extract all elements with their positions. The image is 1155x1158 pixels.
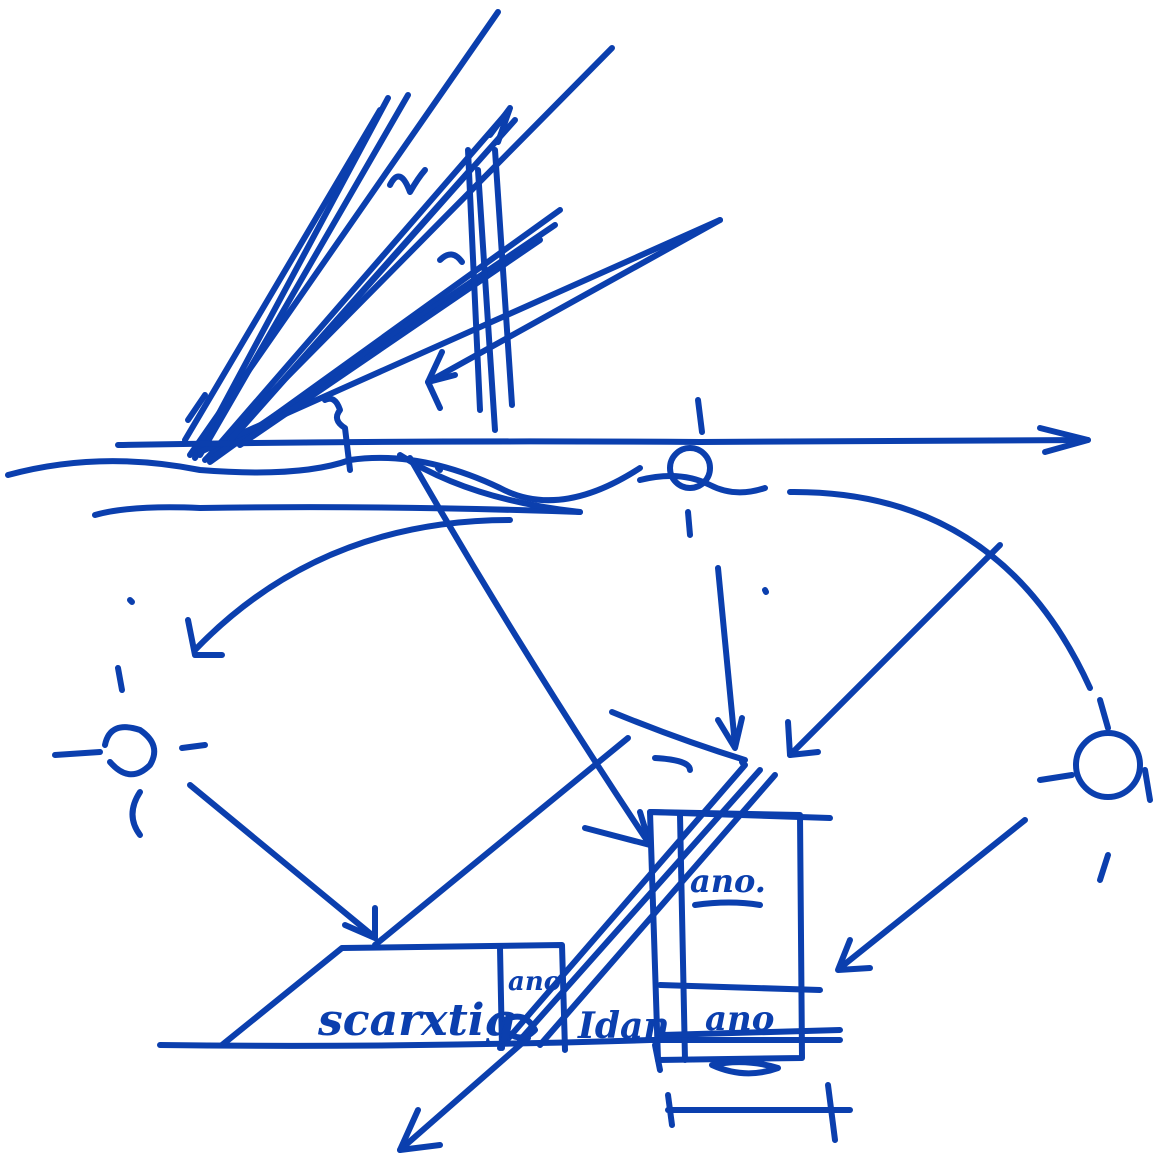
right-box-foot-oval: [712, 1062, 778, 1073]
horizon: [8, 428, 1088, 515]
left-box-label: scarxtig: [317, 995, 515, 1046]
ray-fan: [185, 12, 720, 470]
right-sun-ray-bottom: [1100, 855, 1108, 880]
left-sun-ray-left: [55, 752, 100, 755]
terrain-line: [8, 458, 640, 500]
right-sun: [838, 700, 1150, 970]
speck-2: [765, 590, 766, 592]
ray-3: [185, 110, 380, 440]
right-box-underline: [695, 903, 760, 906]
ink-strokes: [8, 12, 1150, 1150]
labels: scarxtig ano Idan ano. ano: [317, 862, 774, 1047]
bottom-arrow-shaft: [400, 1038, 528, 1150]
mid-label: Idan: [577, 1005, 670, 1047]
conv-dot: [742, 762, 744, 765]
conv-line-2: [655, 758, 690, 770]
left-sun-arrow: [190, 785, 372, 935]
curved-arrows: [188, 458, 1090, 845]
terrain-lower: [95, 507, 580, 515]
arrow-horizon-to-box: [410, 458, 650, 845]
horizon-arrow-line: [118, 440, 1088, 445]
left-sun: [55, 668, 375, 938]
speck-1: [438, 468, 440, 470]
right-box-top-line: [650, 812, 830, 818]
right-box-top-label: ano.: [690, 862, 766, 900]
curve-right-big: [790, 492, 1090, 688]
vertical-bar-c: [495, 150, 512, 405]
right-sun-circle: [1076, 733, 1140, 797]
right-sun-ray-left: [1040, 775, 1072, 780]
conv-line-6: [375, 738, 628, 945]
left-sun-ray-bottom: [133, 792, 141, 835]
right-box-dim-tick-l: [668, 1095, 672, 1125]
horizon-sun-ray-top: [698, 400, 702, 432]
right-box-bottom-label: ano: [705, 999, 774, 1039]
left-sun-circle: [105, 727, 154, 774]
speck-3: [130, 600, 132, 602]
right-box-dim-tick-r: [828, 1085, 835, 1140]
specks: [130, 468, 766, 602]
left-sun-ray-right: [182, 745, 205, 748]
zigzag-mark: [390, 170, 425, 192]
horizon-sun-ray-bottom: [688, 512, 690, 535]
curve-arrow-left: [195, 520, 510, 650]
right-sun-ray-top: [1100, 700, 1108, 728]
right-sun-arrow: [840, 820, 1025, 968]
ray-mark-small: [440, 254, 462, 262]
horizon-sun: [640, 400, 765, 535]
right-sun-ray-right: [1145, 770, 1150, 800]
left-sun-ray-top: [118, 668, 122, 690]
horizon-sun-loop: [640, 476, 765, 492]
left-box-small-label: ano: [508, 967, 561, 997]
arrow-from-right-dot: [790, 545, 1000, 755]
